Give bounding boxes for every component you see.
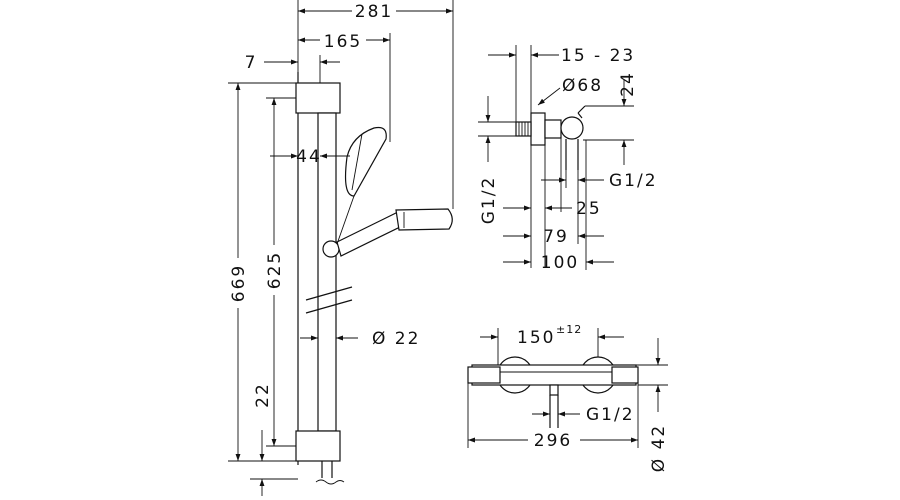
rail-break-mark-1 [305, 286, 353, 301]
dim-7: 7 [245, 53, 258, 73]
thread-hatch [518, 122, 529, 136]
dim-100: 100 [541, 253, 579, 273]
right-handle-cap [611, 366, 639, 384]
dim-625: 625 [265, 251, 285, 289]
tilted-arm [336, 195, 355, 245]
dim-281: 281 [355, 2, 393, 22]
dim-g12-left: G1/2 [479, 176, 499, 225]
dim-15-23: 15 - 23 [561, 46, 635, 66]
top-bracket [295, 82, 341, 114]
dim-d68: Ø68 [562, 76, 603, 96]
thermostat-drawing: 150 ±12 G1/2 296 Ø 42 [467, 323, 669, 472]
rail-break-mark-2 [305, 299, 353, 314]
dim-25: 25 [576, 199, 602, 219]
dim-d42: Ø 42 [649, 424, 669, 472]
handshower-handle [336, 211, 403, 257]
bottom-bracket [295, 430, 341, 462]
dim-44: 44 [296, 147, 322, 167]
handshower-tilted [344, 126, 387, 197]
shower-set-drawing: 281 165 7 44 669 625 22 Ø [226, 0, 454, 496]
outlet-nozzle [549, 384, 559, 396]
dim-g12-right: G1/2 [609, 171, 658, 191]
wall-connector-drawing: 15 - 23 Ø68 24 G1/2 G1/2 25 79 [478, 45, 658, 273]
dim-24: 24 [618, 71, 638, 97]
dim-g12-outlet: G1/2 [586, 405, 635, 425]
connector-body [544, 119, 562, 139]
handshower-head [395, 208, 453, 231]
dim-669: 669 [229, 264, 249, 302]
shower-hose [321, 461, 333, 478]
dim-296: 296 [534, 431, 572, 451]
leader-d68 [537, 87, 561, 106]
connector-rosette [530, 112, 546, 146]
dim-150-tolerance: ±12 [556, 323, 582, 336]
dim-150: 150 [517, 328, 555, 348]
dim-22: 22 [253, 382, 273, 408]
connector-thread [515, 121, 532, 137]
left-handle-cap [467, 366, 501, 384]
hose-coupling [315, 479, 345, 485]
connector-valve [560, 116, 584, 140]
dim-165: 165 [324, 32, 362, 52]
dim-d22: Ø 22 [372, 329, 420, 349]
valve-handle [577, 105, 586, 119]
handshower-tilted-line [351, 133, 363, 191]
dim-79: 79 [543, 227, 569, 247]
slider-knob [322, 240, 340, 258]
